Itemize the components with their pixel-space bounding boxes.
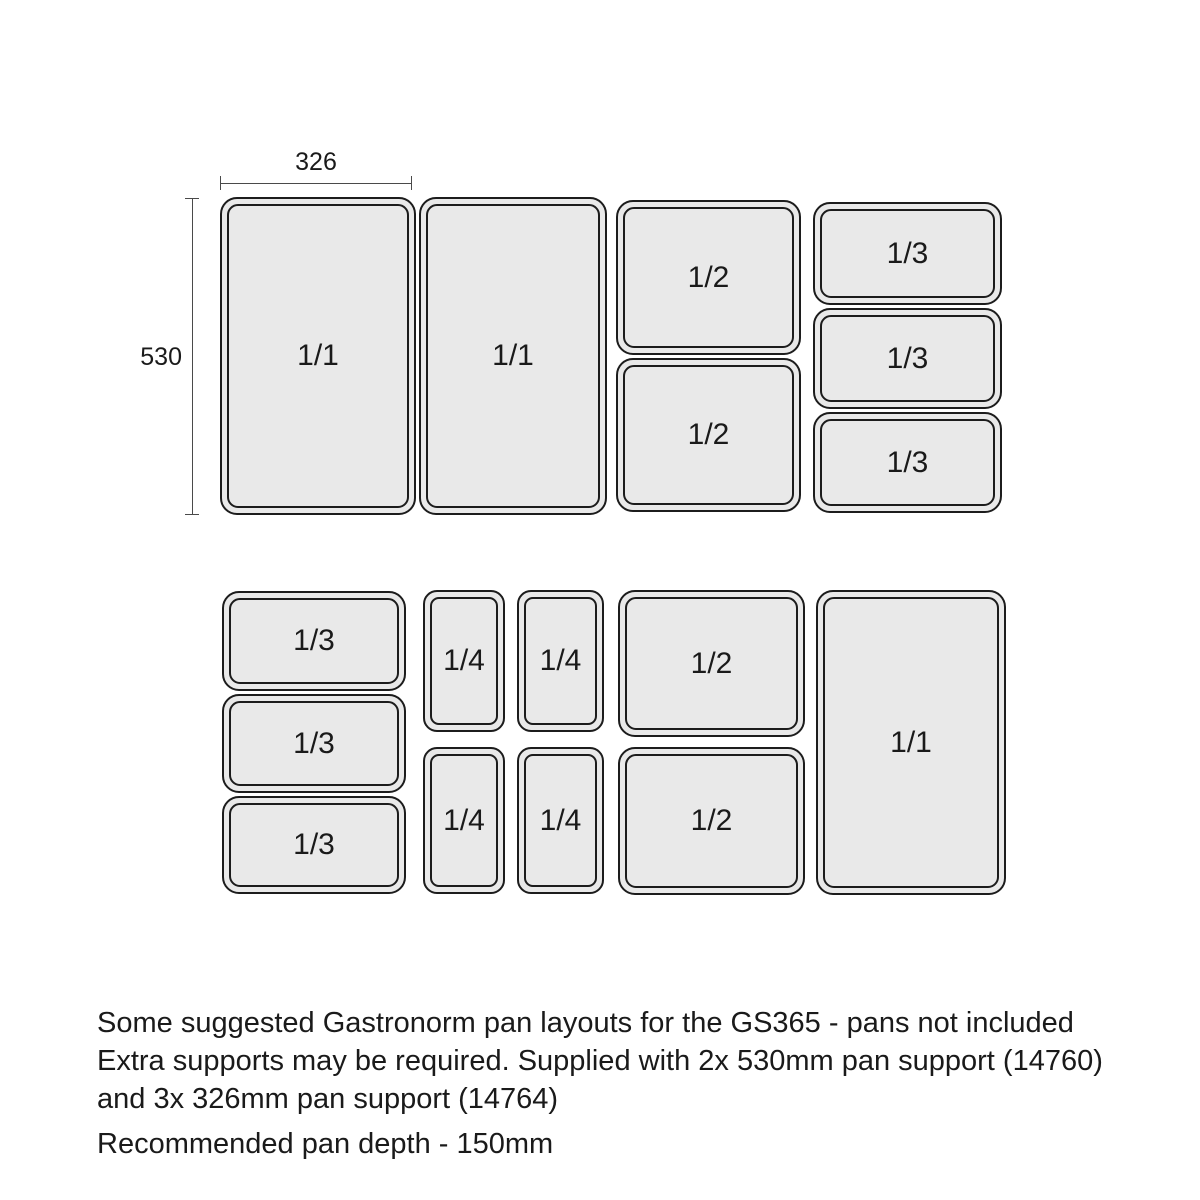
pan-size-label: 1/3 (886, 445, 929, 479)
pan-size-label: 1/3 (886, 236, 929, 270)
caption-line-3: and 3x 326mm pan support (14764) (97, 1083, 559, 1115)
pan-1-2: 1/2 (618, 590, 805, 737)
height-dimension-tick-bottom (185, 514, 199, 515)
pan-1-4: 1/4 (517, 590, 604, 732)
pan-size-label: 1/3 (886, 341, 929, 375)
pan-1-2: 1/2 (616, 358, 801, 512)
pan-1-3: 1/3 (813, 308, 1002, 409)
pan-1-4: 1/4 (423, 747, 505, 894)
height-dimension-label: 530 (140, 343, 182, 371)
pan-size-label: 1/2 (687, 260, 730, 294)
caption-line-4: Recommended pan depth - 150mm (97, 1128, 554, 1160)
pan-1-2: 1/2 (618, 747, 805, 895)
pan-size-label: 1/1 (890, 725, 932, 759)
pan-size-label: 1/4 (443, 644, 485, 677)
width-dimension-tick-right (411, 176, 412, 190)
width-dimension-tick-left (220, 176, 221, 190)
pan-1-1: 1/1 (816, 590, 1006, 895)
caption-line-2: Extra supports may be required. Supplied… (97, 1045, 1103, 1077)
pan-size-label: 1/2 (687, 418, 730, 451)
pan-1-1: 1/1 (220, 197, 416, 515)
pan-size-label: 1/4 (443, 803, 485, 837)
caption: Some suggested Gastronorm pan layouts fo… (97, 1004, 1117, 1163)
width-dimension-label: 326 (295, 148, 337, 176)
pan-1-3: 1/3 (222, 796, 406, 894)
caption-line-1: Some suggested Gastronorm pan layouts fo… (97, 1007, 1074, 1039)
pan-size-label: 1/4 (539, 803, 582, 837)
pan-1-3: 1/3 (813, 412, 1002, 513)
pan-size-label: 1/2 (690, 646, 733, 680)
pan-size-label: 1/3 (293, 828, 335, 861)
pan-size-label: 1/1 (492, 339, 534, 372)
pan-size-label: 1/3 (293, 726, 335, 760)
pan-size-label: 1/1 (297, 339, 339, 372)
pan-1-4: 1/4 (423, 590, 505, 732)
pan-1-1: 1/1 (419, 197, 607, 515)
width-dimension-line (220, 183, 412, 184)
height-dimension-tick-top (185, 198, 199, 199)
pan-1-3: 1/3 (222, 591, 406, 691)
pan-1-3: 1/3 (813, 202, 1002, 305)
pan-size-label: 1/4 (539, 644, 582, 677)
pan-size-label: 1/2 (690, 804, 733, 837)
pan-1-4: 1/4 (517, 747, 604, 894)
pan-1-2: 1/2 (616, 200, 801, 355)
height-dimension-line (192, 198, 193, 515)
pan-1-3: 1/3 (222, 694, 406, 793)
pan-size-label: 1/3 (293, 624, 335, 657)
